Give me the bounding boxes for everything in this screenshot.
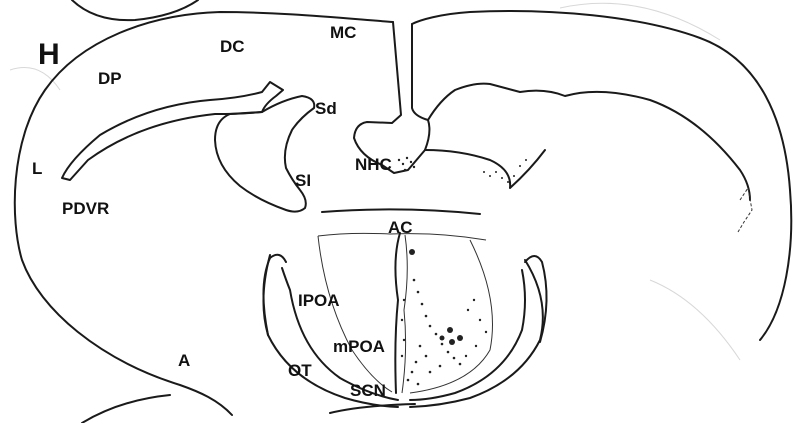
- optic-tract-right-inner: [410, 270, 525, 400]
- label-heading: H: [38, 38, 60, 71]
- cell-stipple-group: [398, 157, 527, 386]
- top-arch-outline: [72, 0, 198, 20]
- right-poa-boundary: [410, 240, 493, 393]
- label-pdvr: PDVR: [62, 199, 109, 218]
- label-ot: OT: [288, 361, 312, 380]
- label-mpoa: mPOA: [333, 337, 385, 356]
- left-knob: [263, 255, 286, 335]
- label-si: SI: [295, 171, 311, 190]
- label-nhc: NHC: [355, 155, 392, 174]
- bottom-left-outline: [82, 395, 170, 423]
- outer-brain-outline: [15, 11, 791, 415]
- label-ipoa: IPOA: [298, 291, 340, 310]
- label-a: A: [178, 351, 190, 370]
- third-ventricle: [395, 233, 400, 393]
- label-sd: Sd: [315, 99, 337, 118]
- label-ac: AC: [388, 218, 413, 237]
- left-ventricle-boundary: [62, 82, 283, 180]
- left-septal-lobe: [215, 96, 314, 212]
- label-mc: MC: [330, 23, 356, 42]
- background-texture: [10, 3, 740, 360]
- label-scn: SCN: [350, 381, 386, 400]
- label-dp: DP: [98, 69, 122, 88]
- third-ventricle-inner: [402, 235, 407, 393]
- right-knob: [525, 256, 547, 342]
- midline-septum: [354, 22, 429, 173]
- right-inner-shape: [425, 84, 750, 200]
- anterior-commissure: [322, 209, 480, 214]
- label-dc: DC: [220, 37, 245, 56]
- label-l: L: [32, 159, 42, 178]
